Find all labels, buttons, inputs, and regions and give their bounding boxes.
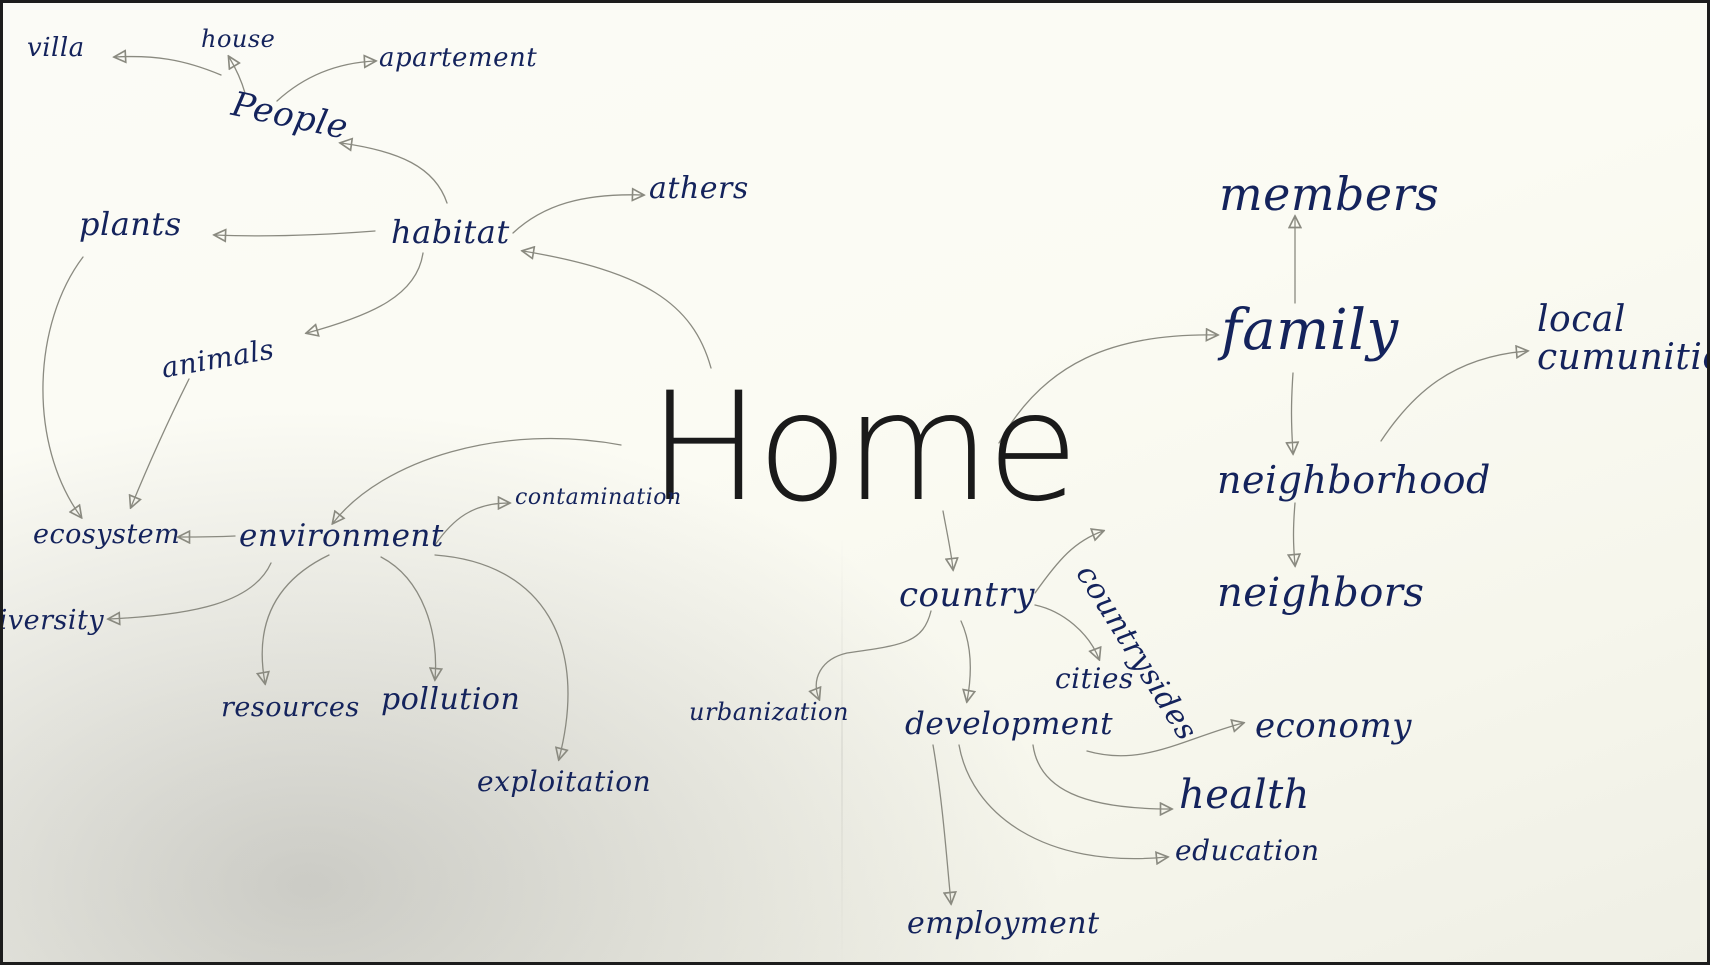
arrow-environment-diversity [109,562,272,619]
home-center-word: Home [648,361,1079,535]
node-plants: plants [79,205,182,243]
node-apartement: apartement [379,43,538,73]
arrow-family-neighborhood [1292,372,1294,453]
node-villa: villa [27,33,85,63]
arrow-country-cities [1034,604,1099,659]
node-employment: employment [907,906,1100,941]
arrow-environment-ecosystem [179,536,236,537]
node-neighbors: neighbors [1217,570,1425,616]
local-communities-line-1: local [1537,299,1626,340]
arrow-development-employment [932,744,951,903]
arrow-people-house [229,57,246,94]
node-family: family [1221,298,1399,363]
arrow-people-villa [115,57,222,76]
arrow-animals-ecosystem [131,378,190,507]
arrow-people-apartement [276,61,375,102]
arrow-neighborhood-neighbors [1294,502,1296,565]
node-urbanization: urbanization [689,698,849,726]
arrow-environment-exploitation [434,554,568,759]
arrow-plants-ecosystem [42,256,84,517]
node-resources: resources [221,692,360,723]
node-pollution: pollution [381,682,521,717]
paper-sheet [3,3,1707,962]
node-ecosystem: ecosystem [33,519,181,550]
arrow-habitat-plants [215,231,376,236]
node-development: development [905,706,1114,742]
node-others: athers [649,171,749,206]
arrow-development-education [958,744,1167,859]
arrow-home-habitat [523,251,712,369]
arrow-country-urbanization [816,610,932,699]
arrow-development-economy [1086,723,1243,757]
paper-fold [841,533,843,962]
arrow-country-countryside [1034,531,1103,594]
node-house: house [201,25,276,53]
local-communities-line-2: cumunities [1537,336,1707,378]
arrow-environment-pollution [380,556,436,679]
node-environment: environment [239,518,444,554]
node-habitat: habitat [391,213,510,251]
arrow-home-environment [333,437,622,523]
arrow-development-health [1032,744,1171,809]
node-local-communities: local cumunities [1537,299,1707,378]
arrow-habitat-others [512,195,643,234]
node-education: education [1175,834,1320,867]
arrow-habitat-people [341,143,448,204]
node-members: members [1219,167,1440,221]
node-country: country [899,575,1035,615]
arrow-neighborhood-local [1380,351,1527,442]
arrow-habitat-animals [307,252,424,333]
node-economy: economy [1255,706,1412,746]
node-diversity: diversity [3,605,105,636]
mind-map-arrows [42,3,1707,962]
arrow-environment-contamination [434,503,509,546]
node-cities: cities [1055,662,1134,695]
node-exploitation: exploitation [477,765,652,798]
node-contamination: contamination [515,485,682,510]
arrow-country-development [960,620,970,701]
arrow-home-country [942,510,953,569]
arrow-home-family [998,335,1217,444]
node-neighborhood: neighborhood [1217,458,1491,502]
node-health: health [1179,772,1310,818]
arrow-environment-resources [262,554,330,683]
